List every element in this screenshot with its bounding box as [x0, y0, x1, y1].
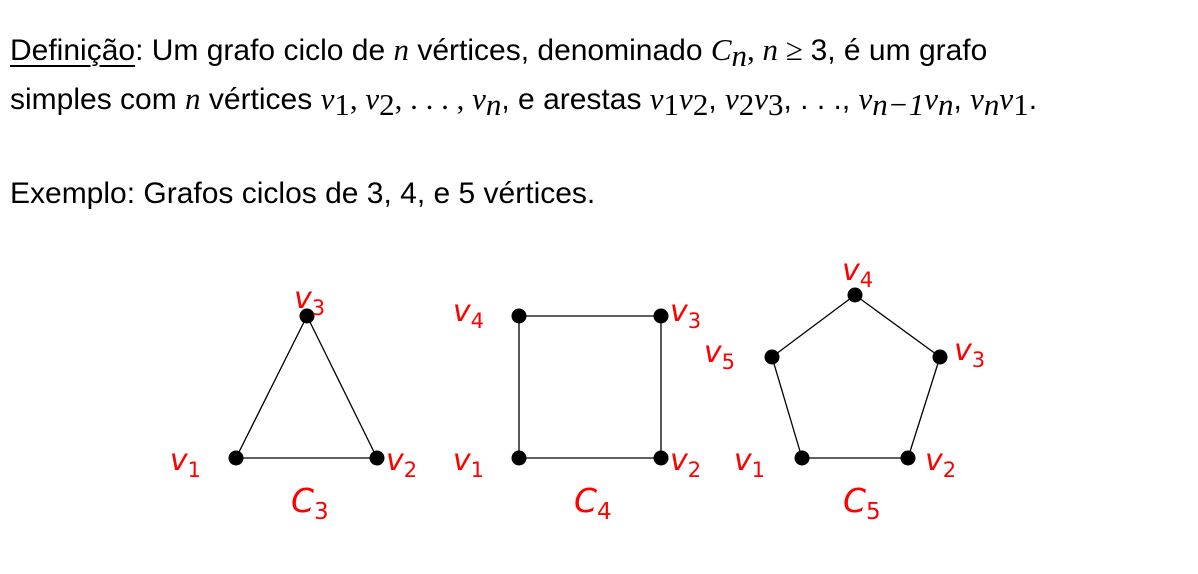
math-v: v — [999, 81, 1014, 116]
graph-vertex — [299, 308, 315, 324]
math-sub: 1 — [334, 87, 350, 122]
math-n: n — [185, 81, 201, 116]
math-sub: 2 — [379, 87, 395, 122]
math-v: v — [679, 81, 693, 116]
definition-line-2: simples com n vértices v1, v2, . . . , v… — [10, 75, 1037, 124]
def-text: vértices, denominado — [409, 34, 711, 67]
math-n: n — [393, 32, 410, 67]
graph-name-C4: C4 — [574, 481, 612, 525]
vertex-label-v2: v2 — [925, 443, 956, 482]
math-sub: 1 — [663, 87, 680, 122]
math-sub: n — [485, 87, 502, 122]
def-text: : Um grafo ciclo de — [135, 34, 394, 67]
vertex-label-v3: v3 — [294, 281, 325, 320]
graph-vertex — [511, 308, 527, 324]
math-sub: 3 — [768, 87, 784, 122]
graph-vertex — [764, 349, 780, 365]
math-v: v — [472, 81, 486, 116]
math-sub: n−1 — [872, 87, 925, 122]
math-v: v — [365, 81, 380, 116]
vertex-label-v4: v4 — [453, 294, 484, 333]
def-text: 3, é um grafo — [810, 34, 988, 67]
def-text: , e arestas — [501, 83, 650, 116]
def-text: , — [953, 83, 971, 116]
graph-vertex — [511, 450, 527, 466]
math-C-sub: n — [731, 38, 748, 73]
definition-term: Definição — [10, 34, 136, 67]
math-geq: ≥ — [778, 32, 811, 67]
graph-edge — [907, 356, 941, 459]
math-sep: , — [349, 81, 366, 116]
graph-vertex — [932, 349, 948, 365]
math-n: n — [762, 32, 779, 67]
example-text: Exemplo: Grafos ciclos de 3, 4, e 5 vért… — [10, 177, 596, 210]
graph-edge — [771, 356, 803, 459]
vertex-label-v4: v4 — [842, 253, 873, 292]
math-v: v — [320, 81, 335, 116]
math-sub: n — [983, 87, 1000, 122]
graph-vertex — [847, 287, 863, 303]
graph-name-C3: C3 — [291, 481, 329, 525]
math-v: v — [649, 81, 664, 116]
graph-edge — [771, 294, 856, 358]
math-comma: , — [747, 32, 763, 67]
def-text: simples com — [10, 83, 186, 116]
vertex-label-v1: v1 — [453, 443, 484, 482]
def-text: , — [708, 83, 725, 116]
vertex-label-v2: v2 — [670, 443, 701, 482]
math-C: C — [710, 32, 732, 67]
math-v: v — [754, 81, 769, 116]
graph-edge — [854, 294, 941, 358]
graph-vertex — [369, 450, 385, 466]
math-sub: 2 — [738, 87, 755, 122]
vertex-label-v3: v3 — [670, 294, 701, 333]
math-v: v — [858, 81, 873, 116]
math-sep: , . . . , — [394, 81, 473, 116]
graph-vertex — [900, 450, 916, 466]
def-text: vértices — [200, 83, 321, 116]
def-text: , . . ., — [783, 83, 859, 116]
definition-line-1: Definição: Um grafo ciclo de n vértices,… — [10, 26, 1037, 75]
vertex-label-v1: v1 — [734, 443, 765, 482]
math-v: v — [724, 81, 739, 116]
vertex-label-v1: v1 — [170, 443, 201, 482]
graph-vertex — [794, 450, 810, 466]
definition-paragraph: Definição: Um grafo ciclo de n vértices,… — [10, 26, 1037, 124]
math-v: v — [970, 81, 984, 116]
def-text: . — [1028, 83, 1038, 116]
graph-name-C5: C5 — [843, 481, 881, 525]
graph-edge — [306, 315, 378, 459]
math-sub: 2 — [692, 87, 709, 122]
graph-edge — [235, 315, 308, 459]
vertex-label-v3: v3 — [954, 333, 985, 372]
graph-vertex — [653, 308, 669, 324]
math-v: v — [924, 81, 938, 116]
vertex-label-v5: v5 — [704, 335, 735, 374]
graph-vertex — [228, 450, 244, 466]
graph-vertex — [653, 450, 669, 466]
vertex-label-v2: v2 — [386, 443, 417, 482]
math-sub: 1 — [1013, 87, 1029, 122]
math-sub: n — [937, 87, 954, 122]
